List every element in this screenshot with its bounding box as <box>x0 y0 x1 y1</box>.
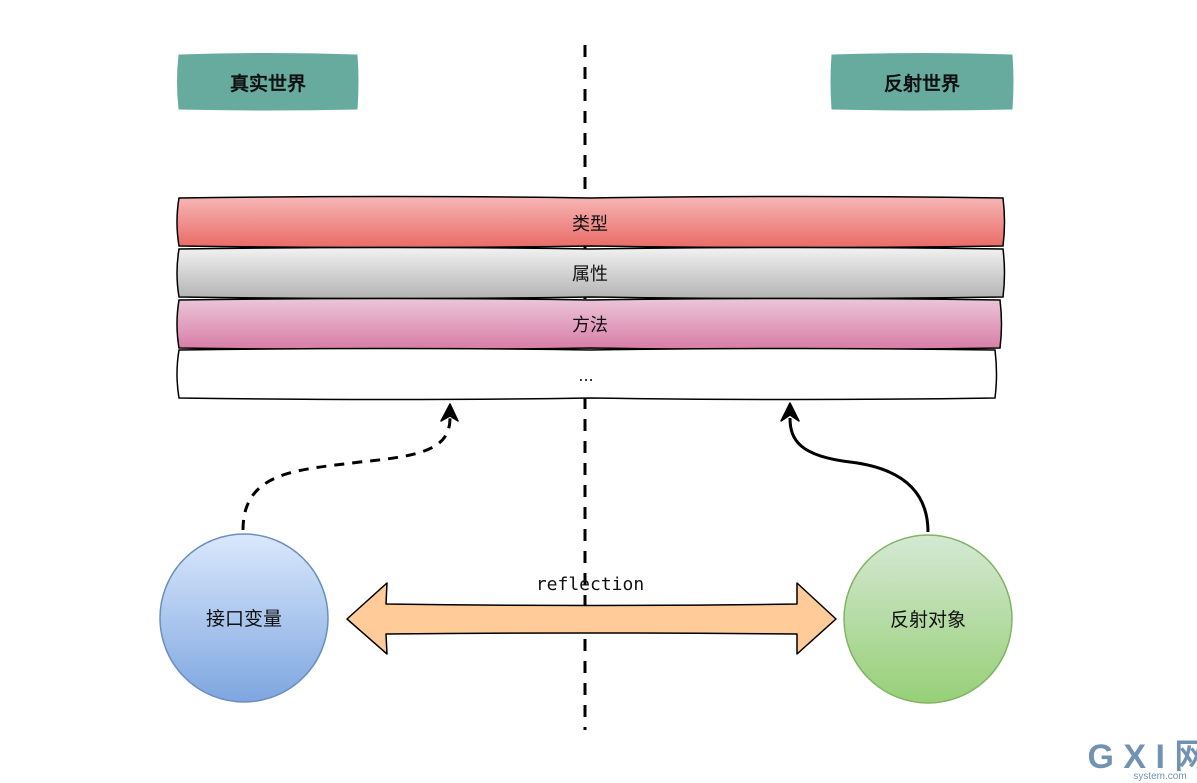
reflection-world-header-label: 反射世界 <box>884 72 960 95</box>
watermark-brand: G X I 网 <box>1088 738 1197 776</box>
reflection-object-node: 反射对象 <box>843 534 1013 704</box>
layer-method: 方法 <box>176 297 1003 351</box>
interface-variable-node: 接口变量 <box>159 533 329 703</box>
dashed-arrow-interface-to-layers <box>241 403 459 531</box>
layer-type-label: 类型 <box>572 214 608 235</box>
solid-arrow-reflection-object-to-layers <box>780 402 930 533</box>
reflection-object-label: 反射对象 <box>890 609 966 631</box>
real-world-header-label: 真实世界 <box>230 72 306 95</box>
watermark-logo: G X I 网 system.com <box>1088 738 1197 782</box>
watermark-domain: system.com <box>1133 771 1186 782</box>
layer-method-label: 方法 <box>572 315 608 336</box>
layer-attribute: 属性 <box>176 246 1006 300</box>
reflection-world-header: 反射世界 <box>830 53 1014 111</box>
layer-type: 类型 <box>176 195 1006 249</box>
reflection-double-arrow <box>346 582 837 655</box>
layer-more-label: ... <box>578 366 593 385</box>
layer-more: ... <box>176 347 998 401</box>
real-world-header: 真实世界 <box>177 53 359 111</box>
layer-attribute-label: 属性 <box>572 264 608 285</box>
interface-variable-label: 接口变量 <box>206 608 282 630</box>
reflection-arrow-label: reflection <box>536 574 644 595</box>
